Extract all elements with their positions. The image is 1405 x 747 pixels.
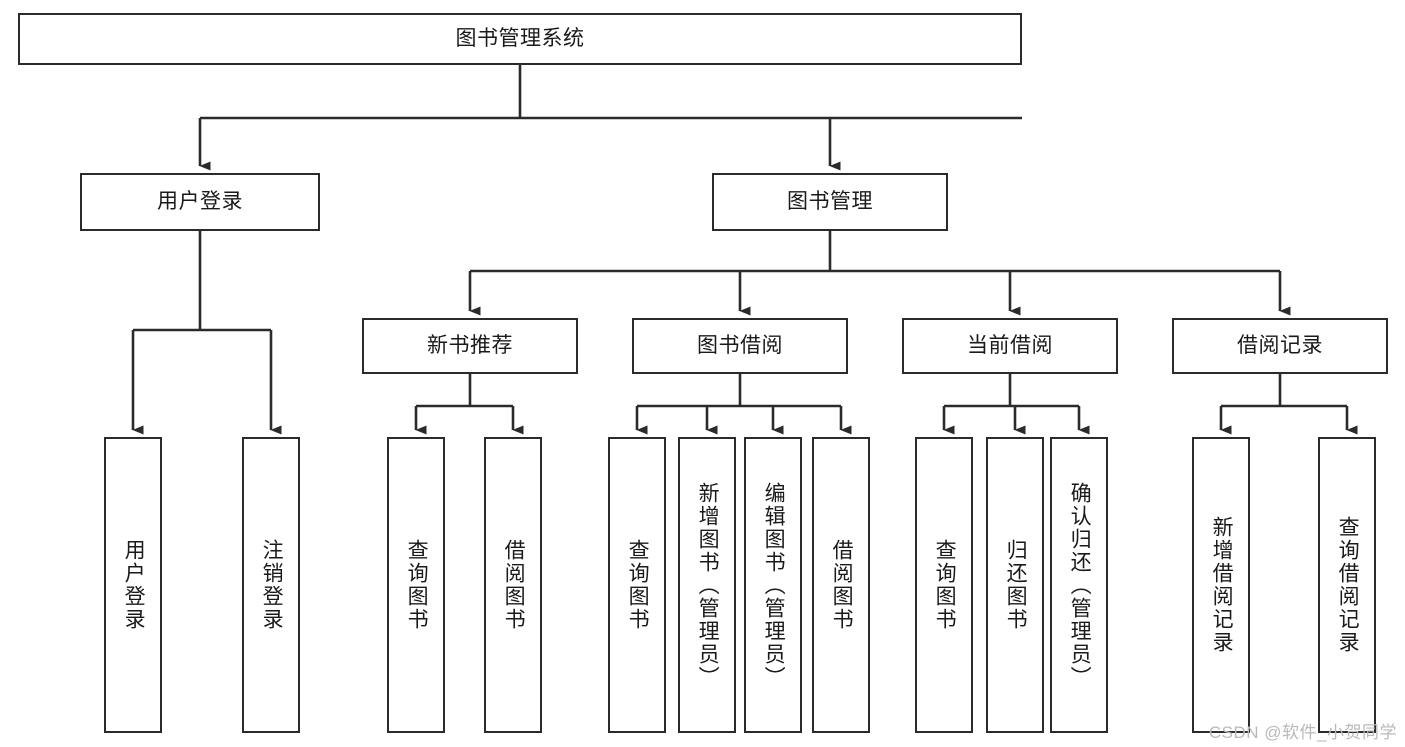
leaf-logout[interactable]: 注销登录: [242, 437, 300, 733]
leaf-query-book-2[interactable]: 查询图书: [608, 437, 666, 733]
node-book-manage-label: 图书管理: [787, 190, 873, 214]
node-current-borrow[interactable]: 当前借阅: [902, 318, 1118, 374]
node-borrow-record[interactable]: 借阅记录: [1172, 318, 1388, 374]
leaf-query-book-1[interactable]: 查询图书: [387, 437, 445, 733]
leaf-borrow-book-2-label: 借阅图书: [830, 539, 854, 631]
node-user-login[interactable]: 用户登录: [80, 173, 320, 231]
node-new-book-recommend-label: 新书推荐: [427, 334, 513, 358]
leaf-confirm-return-label: 确认归还（管理员）: [1068, 481, 1092, 689]
leaf-borrow-book-1[interactable]: 借阅图书: [484, 437, 542, 733]
node-borrow-record-label: 借阅记录: [1237, 334, 1323, 358]
leaf-query-book-1-label: 查询图书: [405, 539, 429, 631]
leaf-confirm-return[interactable]: 确认归还（管理员）: [1050, 437, 1108, 733]
leaf-query-record-label: 查询借阅记录: [1336, 516, 1360, 654]
leaf-add-record-label: 新增借阅记录: [1210, 516, 1234, 654]
leaf-query-book-3-label: 查询图书: [933, 539, 957, 631]
node-new-book-recommend[interactable]: 新书推荐: [362, 318, 578, 374]
node-book-borrow[interactable]: 图书借阅: [632, 318, 848, 374]
leaf-logout-label: 注销登录: [260, 539, 284, 631]
node-book-borrow-label: 图书借阅: [697, 334, 783, 358]
leaf-add-book-label: 新增图书（管理员）: [696, 481, 720, 689]
watermark-text: CSDN @软件_小贺同学: [1208, 723, 1397, 742]
leaf-add-record[interactable]: 新增借阅记录: [1192, 437, 1250, 733]
leaf-return-book[interactable]: 归还图书: [986, 437, 1044, 733]
leaf-query-record[interactable]: 查询借阅记录: [1318, 437, 1376, 733]
leaf-return-book-label: 归还图书: [1004, 539, 1028, 631]
leaf-borrow-book-2[interactable]: 借阅图书: [812, 437, 870, 733]
node-user-login-label: 用户登录: [157, 190, 243, 214]
node-current-borrow-label: 当前借阅: [967, 334, 1053, 358]
leaf-query-book-2-label: 查询图书: [626, 539, 650, 631]
leaf-borrow-book-1-label: 借阅图书: [502, 539, 526, 631]
leaf-edit-book-label: 编辑图书（管理员）: [762, 481, 786, 689]
leaf-user-login-label: 用户登录: [122, 539, 146, 631]
leaf-edit-book[interactable]: 编辑图书（管理员）: [744, 437, 802, 733]
node-book-manage[interactable]: 图书管理: [712, 173, 948, 231]
node-root-label: 图书管理系统: [455, 27, 585, 51]
leaf-user-login[interactable]: 用户登录: [104, 437, 162, 733]
leaf-query-book-3[interactable]: 查询图书: [915, 437, 973, 733]
leaf-add-book[interactable]: 新增图书（管理员）: [678, 437, 736, 733]
node-root[interactable]: 图书管理系统: [18, 13, 1022, 65]
